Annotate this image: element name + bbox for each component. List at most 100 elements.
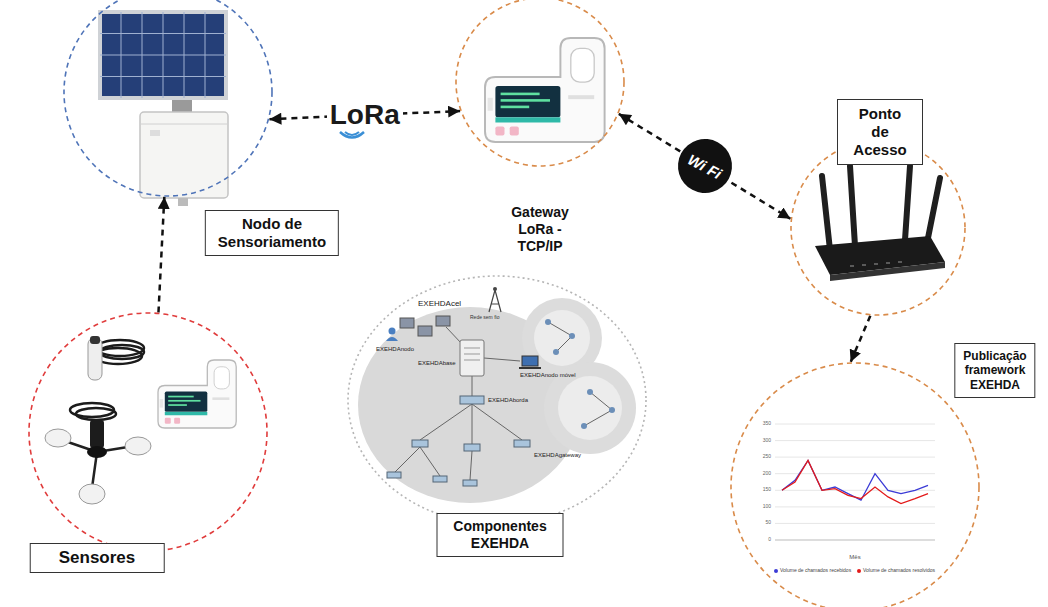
exehda-network-part: [400, 318, 414, 328]
anemometer-part: [76, 408, 116, 420]
dashed-circle: [64, 0, 272, 196]
exehda-network-part: [545, 319, 551, 325]
component-name: EXEHDAnodo: [376, 346, 414, 353]
component-name: EXEHDAcel: [418, 300, 461, 309]
humidity-probe-part: [90, 336, 100, 344]
humidity-probe: [88, 336, 144, 380]
legend-swatch: [857, 569, 861, 573]
lora-waves-part: [340, 132, 364, 138]
exehda-network-part: [395, 327, 522, 480]
publication-circle: Publicação framework EXEHDA: [730, 362, 980, 607]
label-frame: Gateway LoRa - TCP/IP: [498, 204, 583, 254]
sensor-enclosure-part: [140, 124, 228, 125]
dashed-circle: [456, 0, 624, 166]
label-box: Componentes EXEHDA: [437, 513, 564, 557]
edge-label: Wi Fi: [668, 130, 741, 203]
dashed-circle: [731, 363, 979, 607]
solar-panel-part: [100, 12, 226, 98]
router: [815, 166, 945, 281]
label-box: Nodo de Sensoriamento: [205, 210, 339, 256]
exehda-network-part: [463, 480, 477, 486]
axis-tick: 250: [763, 454, 771, 460]
line-chart-part: [775, 424, 935, 523]
exehda-network-part: [519, 367, 541, 369]
exehda-network-part: [489, 290, 501, 312]
node-heading: Gateway LoRa - TCP/IP: [500, 204, 581, 254]
node-heading: Sensores: [59, 548, 136, 568]
access-point-circle: Ponto de Acesso: [790, 140, 966, 316]
solar-panel-part: [100, 12, 226, 98]
edge-label: LoRa: [327, 101, 403, 129]
exehda-network-part: [436, 316, 450, 326]
dashed-circle: [29, 313, 267, 551]
exehda-network-part: [464, 444, 480, 451]
gateway-circle: Gateway LoRa - TCP/IP: [455, 0, 625, 167]
exehda-network-part: [534, 310, 590, 366]
axis-tick: 100: [763, 504, 771, 510]
exehda-network-part: [418, 326, 432, 336]
line-chart: [775, 424, 935, 540]
anemometer-part: [79, 484, 105, 504]
sensor-enclosure-part: [140, 112, 228, 198]
legend-swatch: [774, 569, 778, 573]
router-part: [830, 262, 945, 281]
sensors-circle: Sensores: [28, 312, 268, 552]
sensor-board-device: [158, 360, 236, 428]
exehda-network-part: [460, 340, 484, 376]
component-name: EXEHDAnodo móvel: [520, 372, 576, 379]
exehda-network-part: [609, 407, 615, 413]
sensing-node-circle: Nodo de Sensoriamento: [63, 0, 273, 197]
exehda-network-part: [387, 472, 401, 478]
exehda-network-part: [433, 476, 447, 482]
exehda-network-part: [493, 287, 497, 291]
exehda-network-part: [522, 356, 538, 366]
node-heading: Componentes EXEHDA: [448, 518, 553, 552]
axis-tick: 150: [763, 488, 771, 494]
line-chart-part: [775, 540, 935, 541]
label-box: Sensores: [30, 543, 165, 573]
dashed-circle: [348, 276, 646, 524]
component-name: EXEHDAgateway: [534, 452, 581, 459]
wifi-logo: Wi Fi: [668, 130, 741, 203]
label-box: Publicação framework EXEHDA: [954, 343, 1035, 398]
node-outline: [28, 312, 268, 552]
line-chart-part: [782, 461, 928, 504]
anemometer-part: [62, 440, 134, 488]
dashed-circle: [791, 141, 965, 315]
legend-text: Volume de chamados resolvidos: [863, 568, 935, 574]
lora-gateway-device-part: [485, 38, 605, 142]
sensor-enclosure-part: [178, 198, 188, 206]
anemometer: [45, 403, 151, 504]
anemometer-part: [45, 429, 71, 447]
axis-tick: 350: [763, 421, 771, 427]
exehda-network-part: [569, 333, 575, 339]
exehda-network-part: [581, 423, 587, 429]
solar-panel: [100, 12, 226, 114]
lora-waves-part: [345, 132, 359, 135]
exehda-network-part: [412, 440, 428, 447]
exehda-network-part: [389, 328, 396, 335]
publish-link: [851, 316, 871, 362]
exehda-network: [358, 287, 636, 503]
axis-tick: 50: [765, 521, 771, 527]
legend-entry: Volume de chamados resolvidos: [857, 568, 935, 574]
component-name: EXEHDAborda: [488, 397, 528, 404]
exehda-network-part: [514, 440, 530, 447]
wifi-link: [619, 114, 791, 219]
humidity-probe-part: [88, 338, 102, 380]
label-box: Ponto de Acesso: [837, 99, 923, 165]
exehda-network-part: [587, 389, 593, 395]
sensor-enclosure: [140, 112, 228, 206]
node-heading: Nodo de Sensoriamento: [218, 215, 326, 251]
sensor-board-device-part: [158, 360, 236, 428]
exehda-network-part: [558, 376, 622, 440]
node-outline: [63, 0, 273, 197]
axis-tick: 300: [763, 438, 771, 444]
node-outline: [790, 140, 966, 316]
network-note: Rede sem fio: [470, 315, 499, 321]
component-name: EXEHDAbase: [418, 360, 456, 367]
router-part: [850, 262, 902, 266]
node-heading: Ponto de Acesso: [848, 105, 912, 159]
sensor-wire: [158, 197, 164, 313]
